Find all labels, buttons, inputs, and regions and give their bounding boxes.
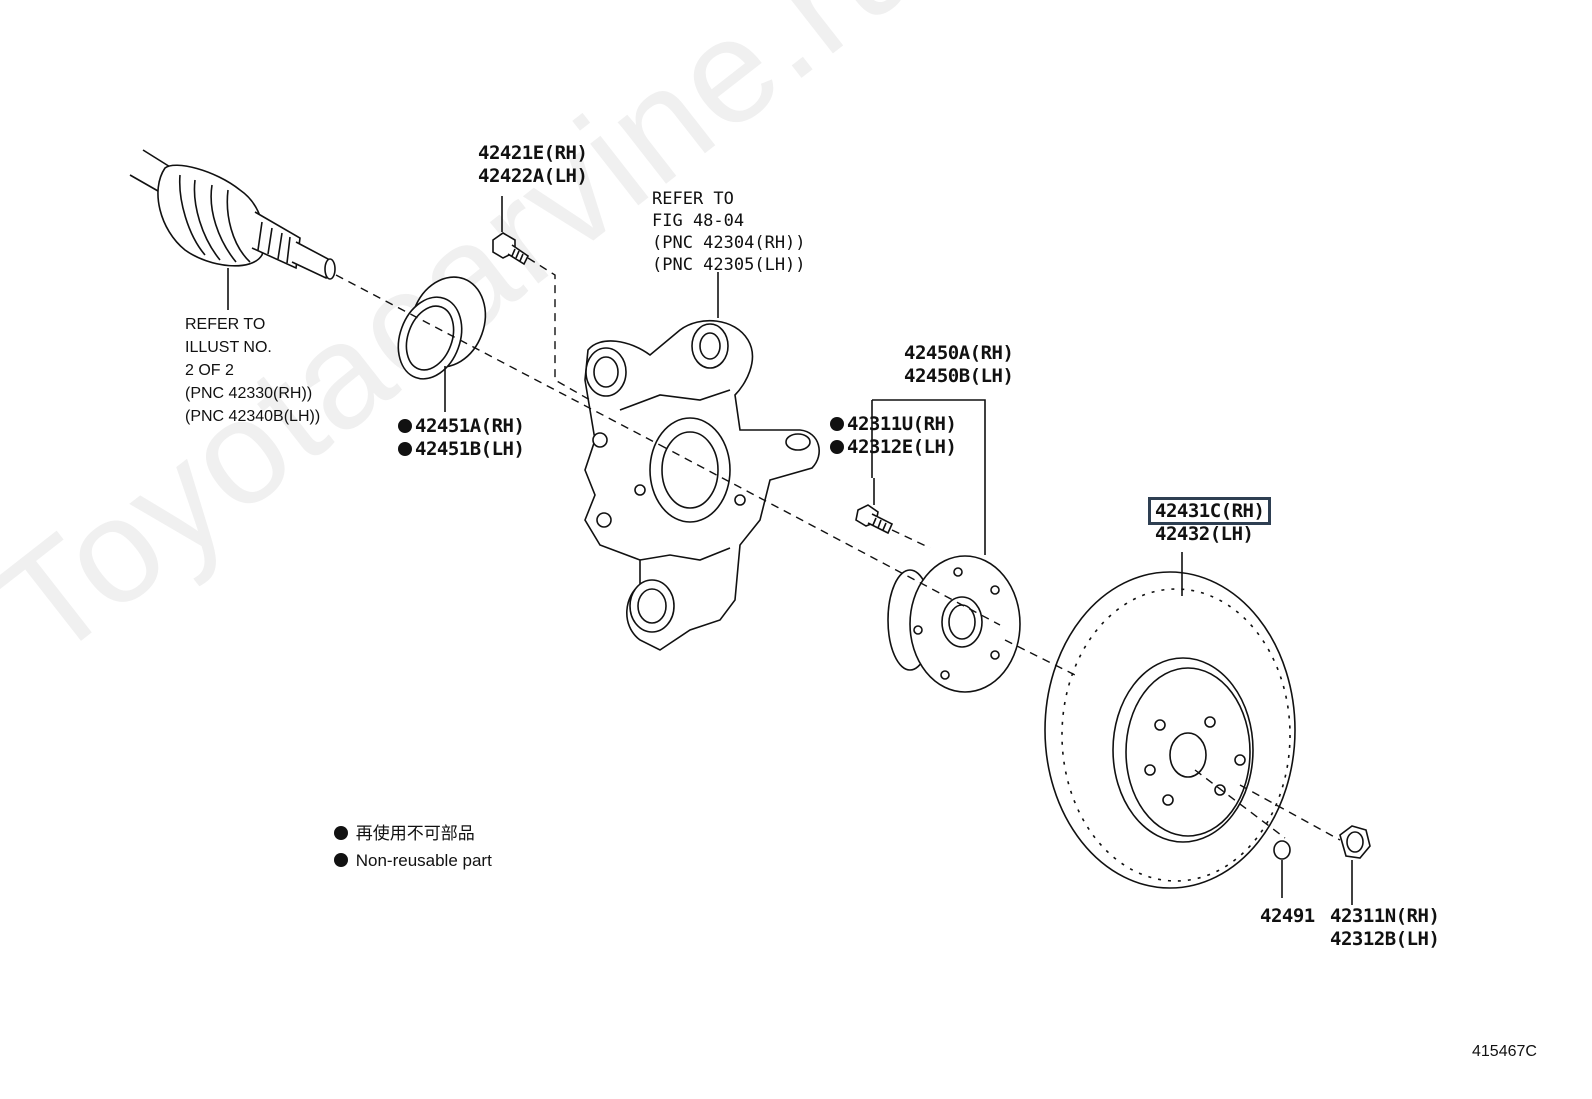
disc-rh-part-number[interactable]: 42431C(RH)	[1148, 497, 1272, 525]
flange-bolt	[492, 196, 530, 266]
figure-code: 415467C	[1472, 1043, 1537, 1060]
dust-seal	[397, 276, 487, 412]
seal-label: 42451A(RH) 42451B(LH)	[398, 415, 525, 461]
assembly-lines	[335, 257, 1341, 841]
hub-bolt	[855, 478, 894, 535]
legend-en: Non-reusable part	[355, 851, 492, 870]
hole-plug	[1273, 840, 1291, 898]
hub-bolt-label: 42311U(RH) 42312E(LH)	[830, 413, 957, 459]
nut-label: 42311N(RH) 42312B(LH)	[1330, 905, 1440, 950]
non-reusable-mark	[830, 440, 844, 454]
legend-jp: 再使用不可部品	[355, 824, 475, 843]
refer-fig-note: REFER TO FIG 48-04 (PNC 42304(RH)) (PNC …	[652, 189, 806, 275]
hub-label: 42450A(RH) 42450B(LH)	[904, 342, 1014, 387]
refer-illust-note: REFER TO ILLUST NO. 2 OF 2 (PNC 42330(RH…	[185, 316, 321, 425]
non-reusable-mark	[398, 419, 412, 433]
legend-dot	[334, 853, 348, 867]
legend: 再使用不可部品 Non-reusable part	[334, 822, 492, 872]
legend-dot	[334, 826, 348, 840]
hub-bearing	[871, 399, 1021, 693]
hub-nut	[1339, 825, 1371, 905]
steering-knuckle	[584, 272, 820, 651]
disc-label: 42431C(RH) 42432(LH)	[1148, 497, 1272, 546]
bolt-top-label: 42421E(RH) 42422A(LH)	[478, 142, 588, 187]
non-reusable-mark	[398, 442, 412, 456]
brake-disc	[1044, 552, 1296, 889]
non-reusable-mark	[830, 417, 844, 431]
plug-label: 42491	[1260, 905, 1315, 927]
drive-shaft	[129, 149, 336, 310]
